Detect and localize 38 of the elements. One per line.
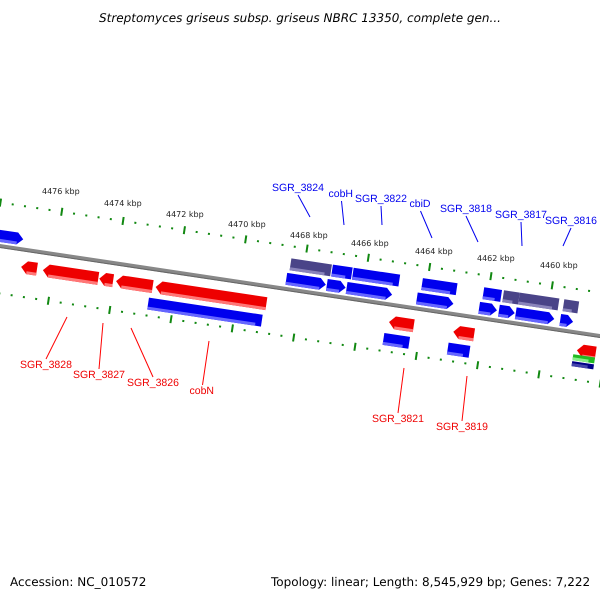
gene-label: cbiD: [410, 199, 431, 210]
genome-stats-text: Topology: linear; Length: 8,545,929 bp; Genes: 7,222: [271, 576, 590, 588]
gene-label: SGR_3828: [20, 360, 72, 370]
scale-label: 4466 kbp: [351, 240, 389, 248]
leader-line: [562, 228, 572, 246]
gene-label: SGR_3817: [495, 210, 547, 220]
chart-title: Streptomyces griseus subsp. griseus NBRC 13350, complete gen...: [99, 12, 501, 24]
leader-line: [380, 206, 382, 226]
leader-line: [202, 340, 210, 386]
leader-line: [130, 328, 154, 378]
gene-label: SGR_3821: [372, 414, 424, 424]
leader-line: [341, 200, 344, 226]
gene-label: cobH: [328, 189, 354, 200]
scale-label: 4460 kbp: [540, 262, 578, 270]
scale-label: 4474 kbp: [104, 200, 142, 208]
scale-label: 4468 kbp: [290, 232, 328, 240]
leader-line: [46, 316, 68, 360]
scale-label: 4476 kbp: [42, 188, 80, 196]
accession-text: Accession: NC_010572: [10, 576, 146, 588]
leader-line: [420, 210, 432, 238]
scale-label: 4462 kbp: [477, 255, 515, 263]
gene-label: SGR_3819: [436, 422, 488, 432]
leader-line: [462, 376, 468, 422]
gene-label: SGR_3816: [545, 216, 597, 226]
scale-label: 4470 kbp: [228, 221, 266, 229]
leader-line: [98, 322, 104, 370]
gene-label: SGR_3827: [73, 370, 125, 380]
leader-line: [520, 222, 522, 246]
gene-label: SGR_3826: [127, 378, 179, 388]
gene-label: SGR_3822: [355, 194, 407, 204]
gene-label: SGR_3818: [440, 204, 492, 214]
leader-line: [398, 368, 404, 414]
scale-label: 4464 kbp: [415, 248, 453, 256]
leader-line: [466, 216, 478, 242]
gene-label: SGR_3824: [272, 183, 324, 194]
leader-line: [298, 194, 310, 218]
gene-label: cobN: [190, 386, 214, 396]
scale-label: 4472 kbp: [166, 211, 204, 219]
